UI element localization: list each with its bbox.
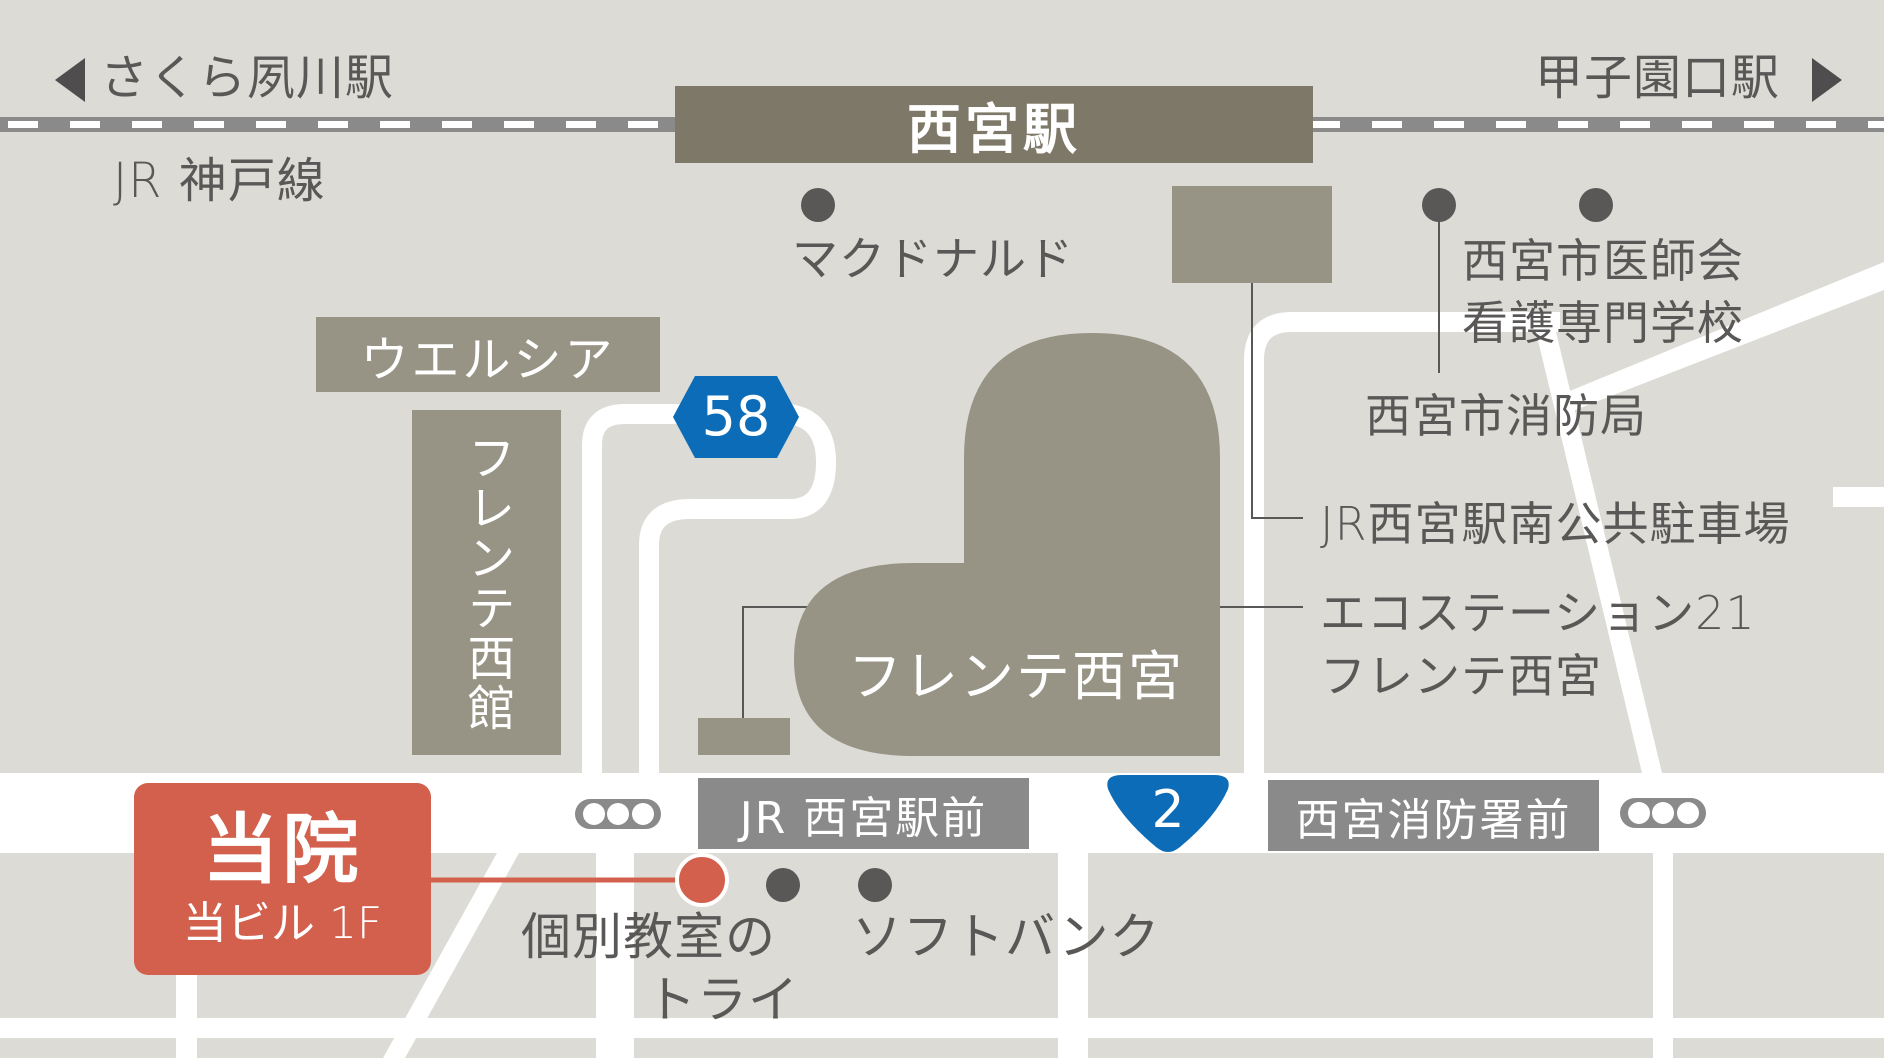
frente-west-label: フレンテ西館 [458, 432, 515, 733]
frente-label: フレンテ西宮 [848, 645, 1184, 708]
clinic-location-marker-icon [675, 853, 729, 907]
bus-stop-fire-station: 西宮消防署前 [1268, 780, 1599, 851]
route-2-label: 2 [1151, 780, 1185, 840]
bus-stop-jr-station: JR 西宮駅前 [698, 778, 1029, 849]
bus-stop-fire-station-label: 西宮消防署前 [1295, 794, 1572, 846]
mcdonalds-marker-icon [801, 188, 835, 222]
traffic-light-icon [1620, 798, 1706, 828]
tutoring-marker-icon [766, 868, 800, 902]
parking-building [1172, 186, 1332, 283]
clinic-callout: 当院 当ビル 1F [134, 783, 431, 975]
route-58-label: 58 [701, 385, 771, 448]
tutoring-label-1: 個別教室の [521, 908, 776, 966]
eco-station-label-2: フレンテ西宮 [1320, 649, 1602, 703]
welcia-label: ウエルシア [360, 331, 616, 388]
nursing-school-label-1: 西宮市医師会 [1462, 234, 1744, 288]
eco-station-label-1: エコステーション21 [1320, 586, 1756, 640]
nishinomiya-station: 西宮駅 [675, 86, 1313, 163]
route-58-shield-icon [673, 376, 799, 458]
station-name: 西宮駅 [907, 98, 1081, 161]
west-station-label: さくら夙川駅 [100, 50, 395, 106]
fire-dept-label: 西宮市消防局 [1365, 389, 1647, 443]
clinic-subtitle: 当ビル 1F [182, 898, 383, 949]
eco-station-building [698, 718, 790, 755]
fire-dept-marker-icon [1422, 188, 1456, 222]
welcia-building: ウエルシア [316, 317, 660, 392]
east-arrow-icon [1812, 58, 1842, 102]
route-2-shield-icon [1107, 775, 1229, 852]
west-arrow-icon [55, 58, 85, 102]
traffic-light-icon [575, 799, 661, 829]
frente-west-building: フレンテ西館 [412, 410, 561, 755]
nursing-school-marker-icon [1579, 188, 1613, 222]
frente-building [794, 333, 1220, 756]
softbank-marker-icon [858, 868, 892, 902]
tutoring-label-2: トライ [646, 971, 799, 1029]
softbank-label: ソフトバンク [852, 908, 1161, 966]
bus-stop-jr-station-label: JR 西宮駅前 [739, 792, 988, 844]
nursing-school-label-2: 看護専門学校 [1462, 296, 1744, 350]
east-station-label: 甲子園口駅 [1535, 50, 1781, 106]
clinic-title: 当院 [202, 805, 363, 894]
mcdonalds-label: マクドナルド [792, 232, 1074, 286]
rail-line-label: JR 神戸線 [113, 153, 326, 209]
parking-label: JR西宮駅南公共駐車場 [1320, 497, 1791, 551]
